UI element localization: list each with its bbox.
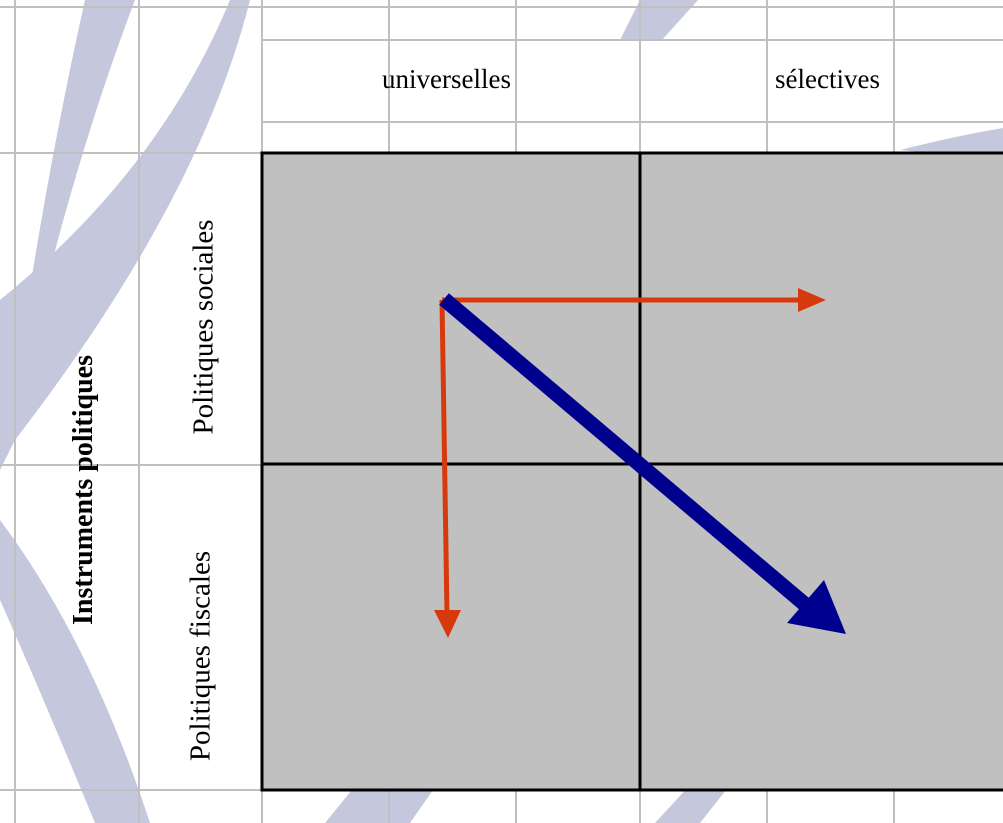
- red-arrow-horizontal: [442, 288, 826, 312]
- red-arrow-vertical: [434, 299, 461, 638]
- side-title-instruments: Instruments politiques: [68, 355, 99, 625]
- background-swoosh: [0, 0, 250, 470]
- row-label-social: Politiques sociales: [187, 219, 220, 435]
- matrix: [260, 151, 1003, 792]
- column-label-selective: sélectives: [775, 64, 880, 94]
- arrows: [434, 288, 846, 638]
- cell-selective-fiscal: [638, 462, 1003, 792]
- background-swoosh: [0, 520, 150, 823]
- background-swoosh: [655, 785, 730, 823]
- background-swoosh: [8, 0, 135, 440]
- blue-arrow-diagonal: [439, 293, 846, 634]
- matrix-fill: [262, 153, 1003, 790]
- row-label-fiscal: Politiques fiscales: [184, 550, 217, 762]
- column-label-universal: universelles: [382, 64, 511, 94]
